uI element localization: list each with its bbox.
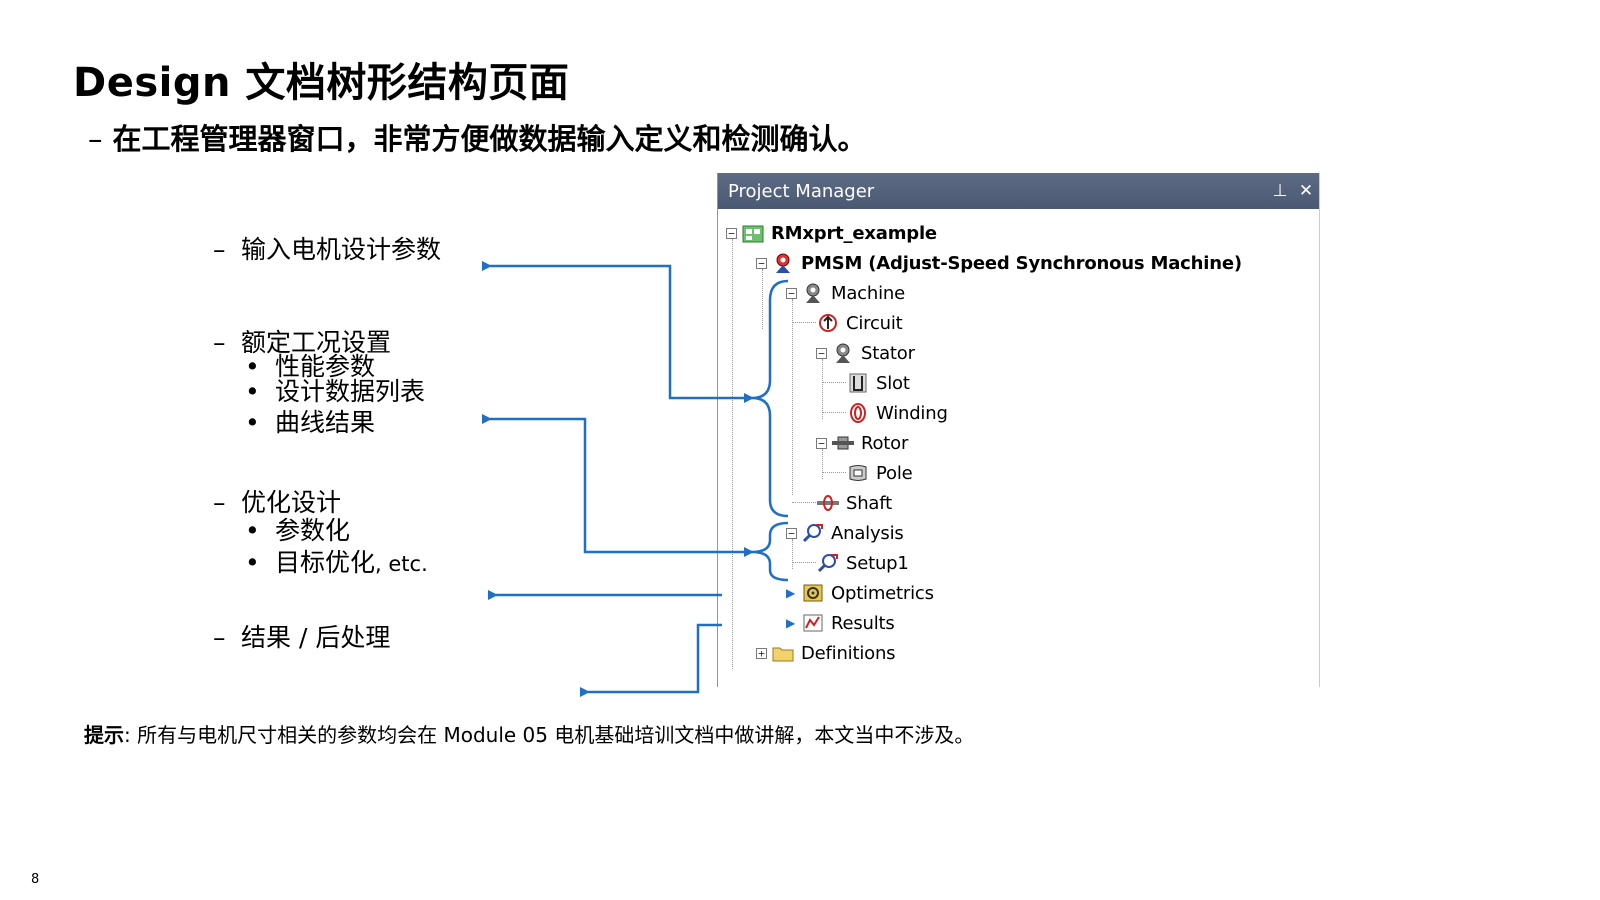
item-dash: – xyxy=(213,488,226,517)
bullet-parametric: • 参数化 xyxy=(245,516,350,546)
bullet-goal-optimization: • 目标优化, etc. xyxy=(245,548,428,579)
item-dash: – xyxy=(213,328,226,357)
tree-label: PMSM (Adjust-Speed Synchronous Machine) xyxy=(801,252,1242,274)
bullet-suffix: , etc. xyxy=(375,552,428,576)
slide-subtitle: –在工程管理器窗口，非常方便做数据输入定义和检测确认。 xyxy=(88,116,867,158)
collapse-toggle[interactable]: − xyxy=(786,287,797,299)
tree-node-setup[interactable]: Setup1 xyxy=(816,549,909,577)
subtitle-text: 在工程管理器窗口，非常方便做数据输入定义和检测确认。 xyxy=(112,122,867,156)
item-input-params: –输入电机设计参数 xyxy=(213,235,441,265)
item-label: 输入电机设计参数 xyxy=(241,235,442,264)
setup-icon xyxy=(816,552,840,574)
slide-title: Design 文档树形结构页面 xyxy=(73,60,570,106)
bullet-curves: • 曲线结果 xyxy=(245,408,375,438)
tree-node-definitions[interactable]: + Definitions xyxy=(756,639,896,667)
item-dash: – xyxy=(213,623,226,652)
bullet-label: 目标优化 xyxy=(275,548,376,577)
tree-node-slot[interactable]: Slot xyxy=(846,369,910,397)
item-optimization: –优化设计 xyxy=(213,488,341,518)
rotor-icon xyxy=(831,432,855,454)
close-icon[interactable]: ✕ xyxy=(1298,181,1314,201)
bullet-label: 性能参数 xyxy=(275,352,376,381)
project-manager-header: Project Manager ⊥ ✕ xyxy=(718,173,1319,209)
bullet-label: 参数化 xyxy=(275,516,351,545)
bullet-dot: • xyxy=(245,352,260,381)
bullet-label: 曲线结果 xyxy=(275,408,376,437)
winding-icon xyxy=(846,402,870,424)
results-icon xyxy=(801,612,825,634)
arrow-input-params xyxy=(482,261,740,400)
tree-node-machine[interactable]: − Machine xyxy=(786,279,905,307)
pole-icon xyxy=(846,462,870,484)
item-label: 优化设计 xyxy=(241,488,342,517)
subtitle-dash: – xyxy=(88,122,103,156)
arrow-rated-conditions xyxy=(482,414,740,554)
tree-node-design[interactable]: − PMSM (Adjust-Speed Synchronous Machine… xyxy=(756,249,1242,277)
tree-label: Circuit xyxy=(846,312,903,334)
project-manager-panel: Project Manager ⊥ ✕ − RMxprt_example − xyxy=(717,173,1320,687)
machine-icon xyxy=(801,282,825,304)
bullet-dot: • xyxy=(245,377,260,406)
analysis-icon xyxy=(801,522,825,544)
item-dash: – xyxy=(213,235,226,264)
item-label: 结果 / 后处理 xyxy=(241,623,391,652)
slot-icon xyxy=(846,372,870,394)
project-icon xyxy=(741,222,765,244)
tree-node-stator[interactable]: − Stator xyxy=(816,339,915,367)
tree-node-optimetrics[interactable]: ▶ Optimetrics xyxy=(786,579,934,607)
bullet-performance: • 性能参数 xyxy=(245,352,375,382)
pin-icon[interactable]: ⊥ xyxy=(1272,181,1288,201)
tree-label: Definitions xyxy=(801,642,896,664)
tree-label: Setup1 xyxy=(846,552,909,574)
bullet-dot: • xyxy=(245,548,260,577)
expand-arrow-icon[interactable]: ▶ xyxy=(786,586,796,600)
project-tree: − RMxprt_example − PMSM (Adjust-Speed Sy… xyxy=(718,209,1319,687)
stator-icon xyxy=(831,342,855,364)
bullet-dot: • xyxy=(245,408,260,437)
tree-node-results[interactable]: ▶ Results xyxy=(786,609,895,637)
tree-label: Results xyxy=(831,612,895,634)
tree-node-analysis[interactable]: − Analysis xyxy=(786,519,904,547)
tree-label: Optimetrics xyxy=(831,582,934,604)
tree-label: Pole xyxy=(876,462,913,484)
tree-label: Rotor xyxy=(861,432,909,454)
tree-node-rotor[interactable]: − Rotor xyxy=(816,429,908,457)
tip-prefix: 提示 xyxy=(84,723,124,747)
motor-design-icon xyxy=(771,252,795,274)
tree-label: Winding xyxy=(876,402,948,424)
tree-label: RMxprt_example xyxy=(771,222,937,244)
item-label: 额定工况设置 xyxy=(241,328,392,357)
tree-label: Machine xyxy=(831,282,905,304)
tree-node-project[interactable]: − RMxprt_example xyxy=(726,219,937,247)
tree-label: Slot xyxy=(876,372,910,394)
tip-text: : 所有与电机尺寸相关的参数均会在 Module 05 电机基础培训文档中做讲解… xyxy=(124,723,975,747)
tree-label: Shaft xyxy=(846,492,892,514)
collapse-toggle[interactable]: − xyxy=(816,347,827,359)
collapse-toggle[interactable]: − xyxy=(816,437,827,449)
item-rated-conditions: –额定工况设置 xyxy=(213,328,391,358)
folder-icon xyxy=(771,642,795,664)
bullet-label: 设计数据列表 xyxy=(275,377,426,406)
tip-note: 提示: 所有与电机尺寸相关的参数均会在 Module 05 电机基础培训文档中做… xyxy=(84,719,974,748)
tree-node-pole[interactable]: Pole xyxy=(846,459,913,487)
circuit-icon xyxy=(816,312,840,334)
shaft-icon xyxy=(816,492,840,514)
tree-node-shaft[interactable]: Shaft xyxy=(816,489,892,517)
tree-label: Stator xyxy=(861,342,915,364)
project-manager-title: Project Manager xyxy=(728,180,875,202)
tree-node-winding[interactable]: Winding xyxy=(846,399,948,427)
expand-arrow-icon[interactable]: ▶ xyxy=(786,616,796,630)
tree-label: Analysis xyxy=(831,522,904,544)
page-number: 8 xyxy=(31,872,40,887)
optimetrics-icon xyxy=(801,582,825,604)
arrow-results xyxy=(580,623,722,697)
bullet-dot: • xyxy=(245,516,260,545)
collapse-toggle[interactable]: − xyxy=(756,257,767,269)
expand-toggle[interactable]: + xyxy=(756,647,767,659)
collapse-toggle[interactable]: − xyxy=(786,527,797,539)
tree-node-circuit[interactable]: Circuit xyxy=(816,309,903,337)
item-results-postprocess: –结果 / 后处理 xyxy=(213,623,390,653)
bullet-design-data: • 设计数据列表 xyxy=(245,377,425,407)
collapse-toggle[interactable]: − xyxy=(726,227,737,239)
